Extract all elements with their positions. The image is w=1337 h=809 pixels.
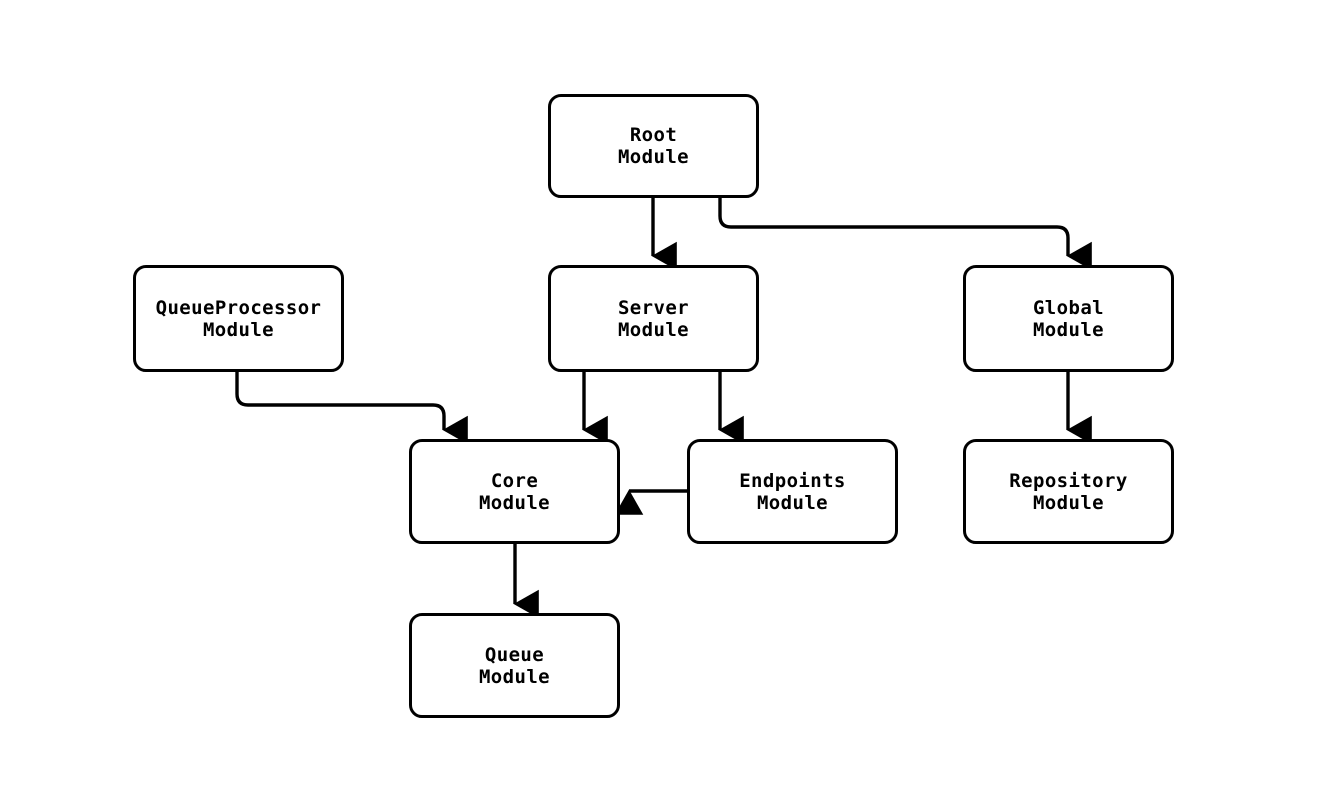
node-core-module[interactable]: Core Module — [409, 439, 620, 544]
node-root-module[interactable]: Root Module — [548, 94, 759, 198]
node-queue-module[interactable]: Queue Module — [409, 613, 620, 718]
node-root-module-label: Root Module — [617, 124, 690, 168]
node-endpoints-module-label: Endpoints Module — [739, 469, 846, 514]
node-queueprocessor-module-label: QueueProcessor Module — [155, 296, 322, 341]
node-repository-module-label: Repository Module — [1009, 469, 1128, 514]
node-repository-module[interactable]: Repository Module — [963, 439, 1174, 544]
edge-root-global — [718, 198, 1092, 271]
edge-paths — [235, 198, 1092, 619]
node-queueprocessor-module[interactable]: QueueProcessor Module — [133, 265, 344, 372]
edge-queueprocessor-core — [235, 372, 468, 445]
node-core-module-label: Core Module — [478, 469, 551, 514]
node-server-module[interactable]: Server Module — [548, 265, 759, 372]
node-global-module[interactable]: Global Module — [963, 265, 1174, 372]
node-endpoints-module[interactable]: Endpoints Module — [687, 439, 898, 544]
node-server-module-label: Server Module — [617, 296, 690, 341]
node-global-module-label: Global Module — [1032, 296, 1105, 341]
node-queue-module-label: Queue Module — [478, 643, 551, 688]
